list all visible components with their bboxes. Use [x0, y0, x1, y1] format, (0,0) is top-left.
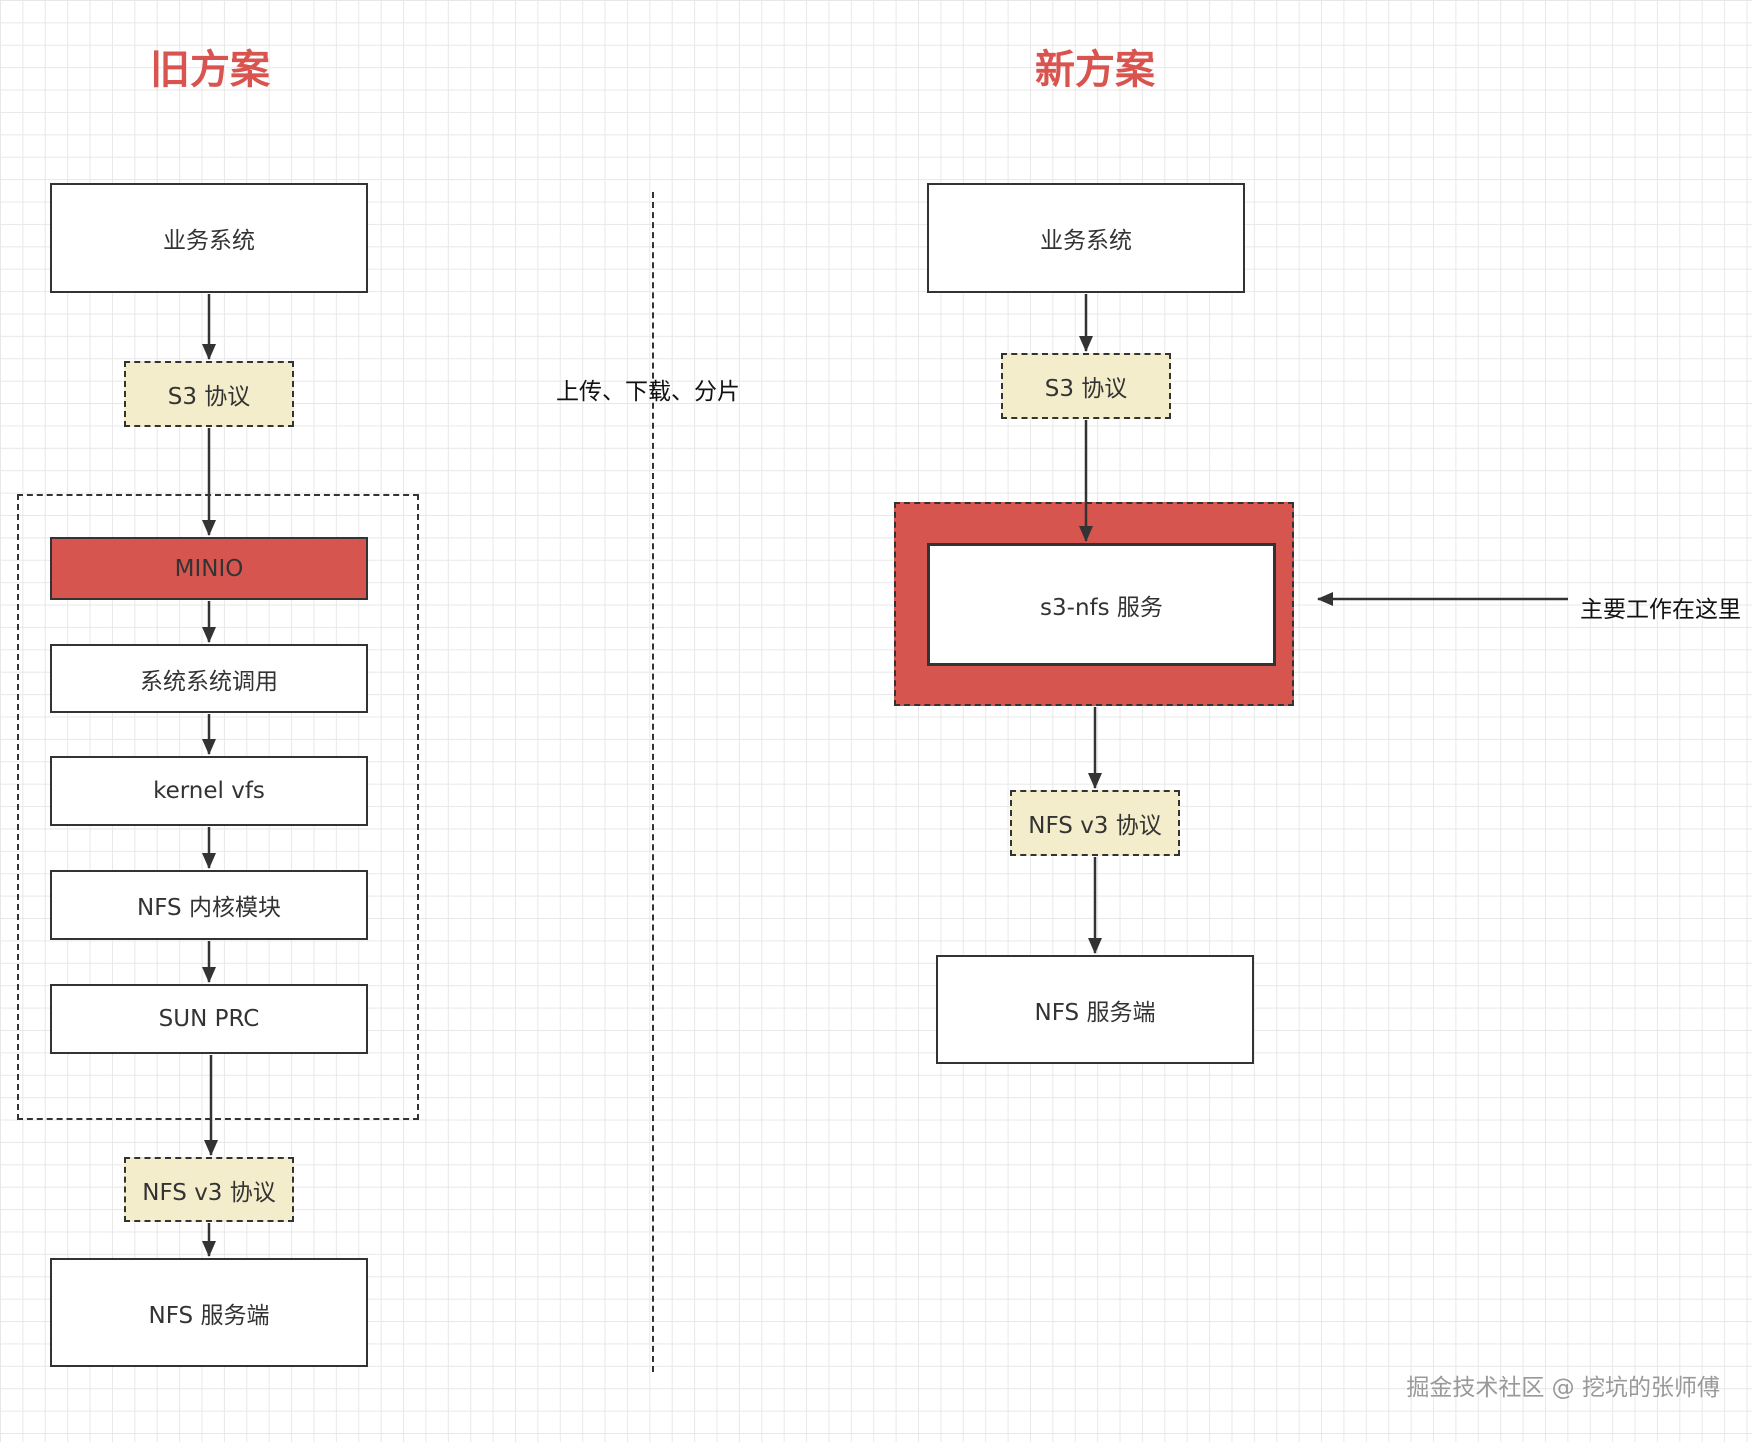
new-scheme-title: 新方案	[1035, 47, 1155, 93]
new-business-system-box: 业务系统	[927, 183, 1245, 293]
old-nfs-server-box: NFS 服务端	[50, 1258, 368, 1367]
old-minio-box: MINIO	[50, 537, 368, 600]
new-s3-protocol-box: S3 协议	[1001, 353, 1171, 419]
watermark: 掘金技术社区 @ 挖坑的张师傅	[1406, 1375, 1720, 1401]
main-work-annotation: 主要工作在这里	[1580, 597, 1741, 623]
new-nfs-v3-protocol-box: NFS v3 协议	[1010, 790, 1180, 856]
middle-label: 上传、下载、分片	[556, 379, 740, 405]
old-nfs-kernel-module-box: NFS 内核模块	[50, 870, 368, 940]
old-scheme-title: 旧方案	[150, 47, 270, 93]
old-kernel-vfs-box: kernel vfs	[50, 756, 368, 826]
old-nfs-v3-protocol-box: NFS v3 协议	[124, 1157, 294, 1222]
scheme-divider	[652, 192, 654, 1372]
new-nfs-server-box: NFS 服务端	[936, 955, 1254, 1064]
old-business-system-box: 业务系统	[50, 183, 368, 293]
old-kernel-path-group	[17, 494, 419, 1120]
old-sun-rpc-box: SUN PRC	[50, 984, 368, 1054]
old-s3-protocol-box: S3 协议	[124, 361, 294, 427]
new-s3-nfs-service-box: s3-nfs 服务	[927, 543, 1276, 666]
old-system-call-box: 系统系统调用	[50, 644, 368, 713]
